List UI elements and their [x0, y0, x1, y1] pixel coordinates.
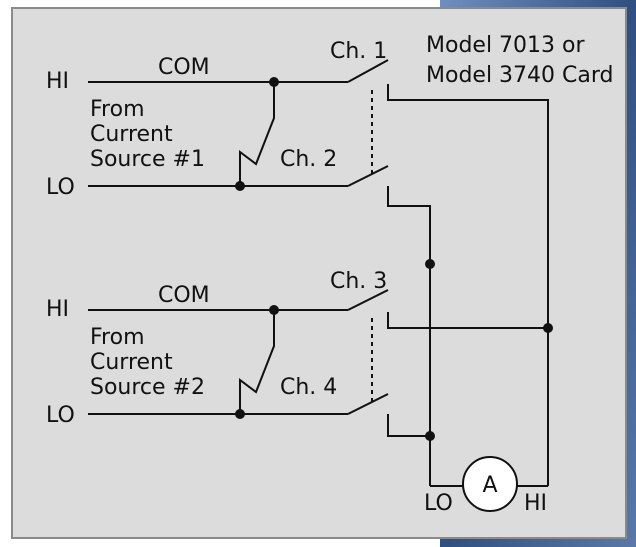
meter-hi-label: HI — [524, 491, 547, 516]
diagram-panel — [11, 7, 627, 539]
source1-lo-label: LO — [46, 175, 75, 200]
ch3-output-wire — [387, 312, 548, 329]
source2-from-line-3: Source #2 — [90, 375, 205, 400]
ch3-switch-blade — [347, 289, 389, 311]
ch1-label: Ch. 1 — [330, 39, 387, 64]
source2-lo-label: LO — [46, 403, 75, 428]
source2-lo-node — [235, 409, 245, 419]
ch1-switch-blade — [347, 59, 389, 83]
source1-from-line-1: From — [90, 97, 145, 122]
ch1-ch2-relay-blade — [347, 165, 389, 187]
ch4-label: Ch. 4 — [280, 375, 337, 400]
lo-bus-node-lower — [425, 431, 435, 441]
ch4-switch — [239, 310, 275, 414]
source1-lo-node — [235, 181, 245, 191]
ch3-ch4-relay-blade — [347, 393, 389, 415]
source1-com-label: COM — [158, 55, 210, 80]
ammeter-letter: A — [482, 473, 497, 498]
source1-hi-label: HI — [46, 69, 69, 94]
card-label-line-1: Model 7013 or — [426, 33, 585, 58]
ch2-label: Ch. 2 — [280, 147, 337, 172]
lo-bus-node-upper — [425, 259, 435, 269]
source2-from-line-1: From — [90, 325, 145, 350]
source1-from-line-2: Current — [90, 122, 173, 147]
source2-hi-label: HI — [46, 297, 69, 322]
card-label-line-2: Model 3740 Card — [426, 63, 614, 88]
ch2-switch — [239, 82, 275, 186]
ch2-output-wire — [387, 186, 431, 486]
hi-bus-node — [543, 323, 553, 333]
ammeter-symbol — [462, 456, 518, 512]
source2-from-line-2: Current — [90, 350, 173, 375]
ch1-output-wire — [387, 84, 549, 486]
meter-lo-label: LO — [424, 491, 453, 516]
ch3-label: Ch. 3 — [330, 269, 387, 294]
source1-from-line-3: Source #1 — [90, 147, 205, 172]
ch4-output-wire — [387, 414, 430, 437]
source2-com-label: COM — [158, 283, 210, 308]
